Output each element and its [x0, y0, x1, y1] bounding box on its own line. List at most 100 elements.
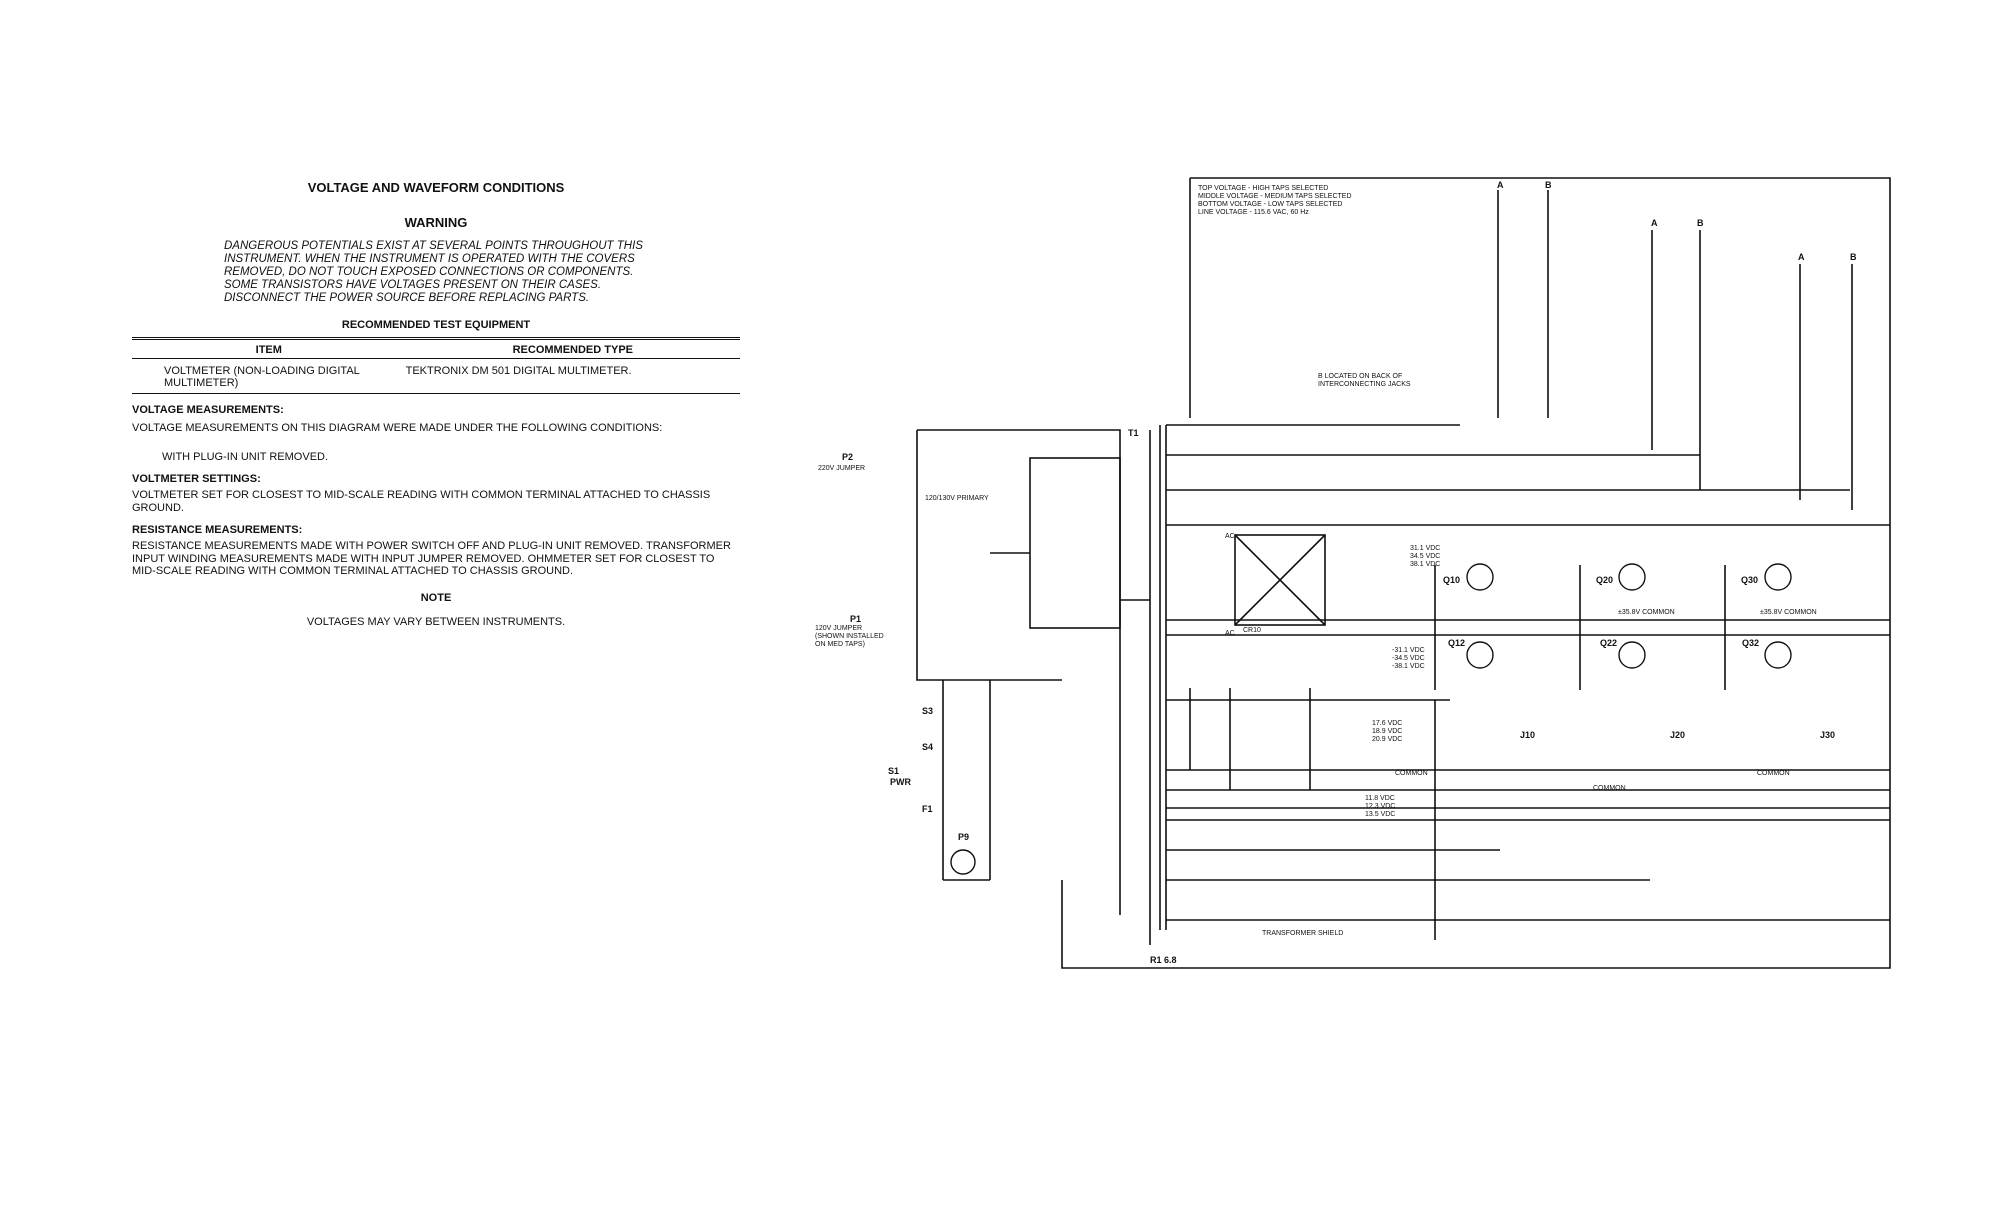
s4-label: S4 [922, 742, 933, 752]
row-item: VOLTMETER (NON-LOADING DIGITAL MULTIMETE… [132, 358, 406, 394]
col-b-1: B [1545, 180, 1552, 190]
transistor-q30-symbol [1764, 563, 1792, 591]
legend-line-1: TOP VOLTAGE - HIGH TAPS SELECTED [1198, 185, 1328, 192]
secondary-rails-top [1166, 424, 1890, 701]
col-b-3: B [1850, 252, 1857, 262]
q10-label: Q10 [1443, 575, 1460, 585]
r1-label: R1 6.8 [1150, 955, 1177, 965]
col-b-2: B [1697, 218, 1704, 228]
low-v-2: 12.3 VDC [1365, 803, 1395, 810]
q12-label: Q12 [1448, 638, 1465, 648]
transistor-bus [1434, 565, 1726, 690]
equipment-header-row: ITEM RECOMMENDED TYPE [132, 337, 740, 359]
col-a-1: A [1497, 180, 1504, 190]
jack-note-2: INTERCONNECTING JACKS [1318, 381, 1411, 388]
t1-core [1159, 425, 1167, 930]
transistor-q22-symbol [1618, 641, 1646, 669]
t1-label: T1 [1128, 428, 1139, 438]
common-35v-label-2: ±35.8V COMMON [1760, 609, 1817, 616]
p1-desc-2: (SHOWN INSTALLED [815, 633, 884, 640]
p1-desc-1: 120V JUMPER [815, 625, 862, 632]
vm-condition: WITH PLUG-IN UNIT REMOVED. [162, 450, 329, 463]
legend-line-3: BOTTOM VOLTAGE - LOW TAPS SELECTED [1198, 201, 1342, 208]
transistor-q12-symbol [1466, 641, 1494, 669]
ac-label-2: AC [1225, 630, 1235, 637]
row-type: TEKTRONIX DM 501 DIGITAL MULTIMETER. [405, 358, 740, 394]
p1-label: P1 [850, 614, 861, 624]
equipment-heading: RECOMMENDED TEST EQUIPMENT [341, 319, 531, 331]
pos-v-2: 34.5 VDC [1410, 553, 1440, 560]
cr10-diagonals [1234, 534, 1326, 626]
warning-text: DANGEROUS POTENTIALS EXIST AT SEVERAL PO… [224, 240, 643, 304]
warning-heading: WARNING [404, 215, 468, 230]
pos-v-1: 31.1 VDC [1410, 545, 1440, 552]
equipment-table: ITEM RECOMMENDED TYPE VOLTMETER (NON-LOA… [132, 337, 740, 394]
col-item: ITEM [132, 337, 406, 359]
q20-label: Q20 [1596, 575, 1613, 585]
note-text: VOLTAGES MAY VARY BETWEEN INSTRUMENTS. [306, 615, 566, 628]
p2-label: P2 [842, 452, 853, 462]
cap-c5-wire [990, 552, 1150, 601]
low-v-3: 13.5 VDC [1365, 811, 1395, 818]
mid-v-2: 18.9 VDC [1372, 728, 1402, 735]
vs-text: VOLTMETER SET FOR CLOSEST TO MID-SCALE R… [132, 489, 711, 514]
s1-label: S1 [888, 766, 899, 776]
col-a-2: A [1651, 218, 1658, 228]
note-heading: NOTE [420, 591, 452, 604]
vm-text: VOLTAGE MEASUREMENTS ON THIS DIAGRAM WER… [132, 422, 663, 434]
jack-column-3 [1799, 264, 1853, 510]
common-label-3: COMMON [1757, 770, 1790, 777]
ground-bus [1061, 177, 1891, 969]
low-v-1: 11.8 VDC [1365, 795, 1395, 802]
vs-heading: VOLTMETER SETTINGS: [132, 473, 261, 485]
neg-v-2: -34.5 VDC [1392, 655, 1425, 662]
transistor-q32-symbol [1764, 641, 1792, 669]
common-35v-label-1: ±35.8V COMMON [1618, 609, 1675, 616]
rm-heading: RESISTANCE MEASUREMENTS: [132, 524, 303, 536]
transistor-q20-symbol [1618, 563, 1646, 591]
q22-label: Q22 [1600, 638, 1617, 648]
q30-label: Q30 [1741, 575, 1758, 585]
neg-v-1: -31.1 VDC [1392, 647, 1425, 654]
tap-block [1029, 457, 1121, 629]
p2-desc: 220V JUMPER [818, 465, 865, 472]
transformer-shield-label: TRANSFORMER SHIELD [1262, 930, 1343, 937]
mid-v-1: 17.6 VDC [1372, 720, 1402, 727]
common-label-2: COMMON [1593, 785, 1626, 792]
s3-label: S3 [922, 706, 933, 716]
jack-j30: J30 [1820, 730, 1835, 740]
pos-v-3: 38.1 VDC [1410, 561, 1440, 568]
notes-title: VOLTAGE AND WAVEFORM CONDITIONS [307, 180, 565, 195]
jack-j20: J20 [1670, 730, 1685, 740]
neg-v-3: -38.1 VDC [1392, 663, 1425, 670]
p9-label: P9 [958, 832, 969, 842]
legend-line-2: MIDDLE VOLTAGE - MEDIUM TAPS SELECTED [1198, 193, 1352, 200]
plug-p9-symbol [950, 849, 976, 875]
f1-label: F1 [922, 804, 933, 814]
notes-panel: VOLTAGE AND WAVEFORM CONDITIONS WARNING … [132, 178, 740, 628]
pwr-label: PWR [890, 777, 911, 787]
cr10-bridge [1234, 534, 1326, 626]
rm-text: RESISTANCE MEASUREMENTS MADE WITH POWER … [132, 540, 731, 577]
common-label-1: COMMON [1395, 770, 1428, 777]
jack-column-2 [1651, 230, 1701, 490]
p1-desc-3: ON MED TAPS) [815, 641, 865, 648]
legend-line-4: LINE VOLTAGE - 115.6 VAC, 60 Hz [1198, 209, 1309, 216]
jack-j10: J10 [1520, 730, 1535, 740]
vm-heading: VOLTAGE MEASUREMENTS: [132, 404, 284, 416]
col-a-3: A [1798, 252, 1805, 262]
cr10-label: CR10 [1243, 627, 1261, 634]
table-row: VOLTMETER (NON-LOADING DIGITAL MULTIMETE… [132, 358, 740, 394]
secondary-rails-bottom [1166, 769, 1890, 921]
mid-v-3: 20.9 VDC [1372, 736, 1402, 743]
transistor-q10-symbol [1466, 563, 1494, 591]
switch-loop [942, 680, 991, 881]
jack-column-1 [1497, 190, 1549, 418]
jack-note-1: B LOCATED ON BACK OF [1318, 373, 1402, 380]
regulator-wiring [1189, 688, 1311, 790]
q32-label: Q32 [1742, 638, 1759, 648]
primary-label: 120/130V PRIMARY [925, 495, 989, 502]
primary-wiring [916, 429, 1151, 945]
col-type: RECOMMENDED TYPE [405, 337, 740, 359]
